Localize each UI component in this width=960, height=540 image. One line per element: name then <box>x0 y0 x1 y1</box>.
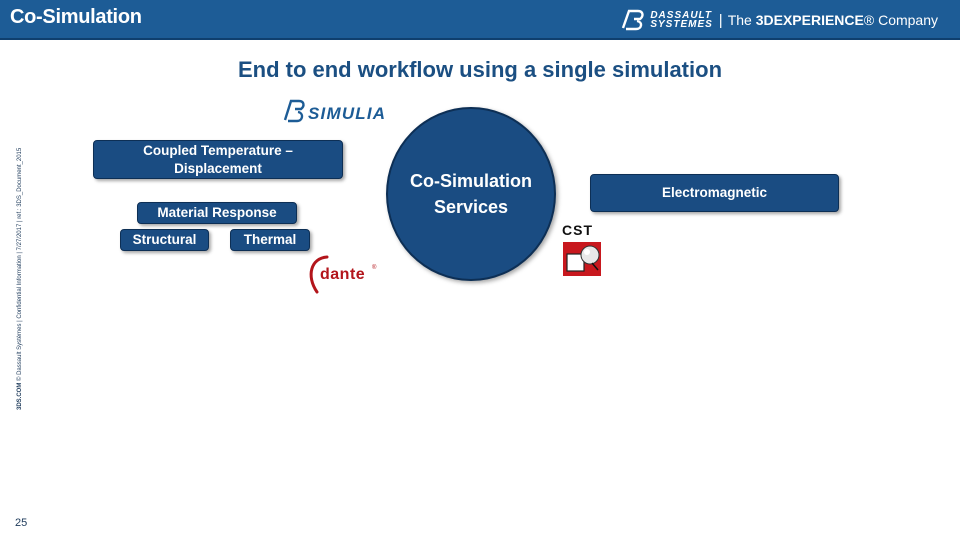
confidentiality-footer: 3DS.COM © Dassault Systèmes | Confidenti… <box>17 148 23 410</box>
co-simulation-services-circle: Co-Simulation Services <box>386 107 556 281</box>
brand-3dexperience: 3DEXPERIENCE <box>755 12 864 28</box>
structural-box: Structural <box>120 229 209 251</box>
thermal-box: Thermal <box>230 229 310 251</box>
dante-text: dante <box>320 266 366 283</box>
cst-text: CST <box>562 222 593 238</box>
dassault-word: DASSAULT <box>650 10 713 21</box>
simulia-logo: SIMULIA <box>282 98 386 129</box>
circle-line-2: Services <box>433 197 509 217</box>
circle-line-1: Co-Simulation <box>410 171 532 191</box>
header-title: Co-Simulation <box>10 6 142 28</box>
simulia-text: SIMULIA <box>308 103 387 123</box>
dassault-logo-icon <box>620 8 646 32</box>
side-site: 3DS.COM <box>17 382 23 410</box>
brand-tagline: The 3DEXPERIENCE® Company <box>728 12 938 28</box>
brand-company: ® Company <box>863 12 938 28</box>
side-rest: © Dassault Systèmes | Confidential Infor… <box>17 147 23 383</box>
cst-cube-icon <box>563 242 601 276</box>
brand-separator: | <box>718 11 723 29</box>
electromagnetic-box: Electromagnetic <box>590 174 839 212</box>
coupled-temperature-box: Coupled Temperature – Displacement <box>93 140 343 179</box>
material-response-box: Material Response <box>137 202 297 224</box>
header-bar: Co-Simulation DASSAULT SYSTEMES | The 3D… <box>0 0 960 40</box>
systemes-word: SYSTEMES <box>650 19 713 30</box>
dante-registered-mark: ® <box>372 265 377 271</box>
dassault-brand: DASSAULT SYSTEMES | The 3DEXPERIENCE® Co… <box>620 7 938 33</box>
cst-logo: CST <box>561 222 605 280</box>
slide-title: End to end workflow using a single simul… <box>237 57 723 82</box>
dante-logo: dante ® <box>305 252 381 298</box>
dassault-wordmark: DASSAULT SYSTEMES <box>650 10 713 30</box>
dante-swoosh-icon <box>309 255 329 294</box>
page-number: 25 <box>15 517 28 529</box>
simulia-ds-icon <box>282 98 306 129</box>
brand-the: The <box>727 12 752 28</box>
